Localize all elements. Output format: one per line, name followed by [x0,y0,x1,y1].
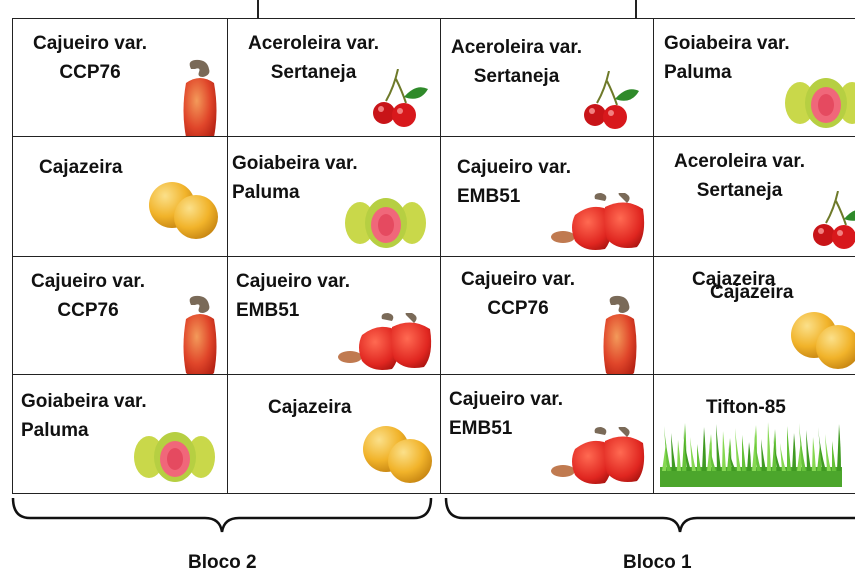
cashew-pair-icon [549,192,647,257]
bloco-1-label: Bloco 1 [623,552,692,573]
planting-grid: Cajueiro var. CCP76 Aceroleira var. Sert… [12,18,855,494]
boundary-tick-left [257,0,259,18]
cell-label: Cajueiro var. CCP76 [33,33,148,83]
cashew-red-icon [177,59,223,137]
guava-icon [344,195,426,254]
grid-cell: Cajueiro var. EMB51 [227,256,442,376]
caja-icon [362,421,432,492]
cell-label: Aceroleira var. Sertaneja [248,33,379,83]
acerola-icon [368,68,428,136]
grid-cell: Goiabeira var. Paluma [227,136,442,258]
grid-cell: Cajueiro var. CCP76 [440,256,655,376]
cell-label: Cajueiro var. CCP76 [31,271,146,321]
cashew-red-icon [177,295,223,375]
cell-label-overlap: Cajazeira [710,282,794,303]
grid-cell: Aceroleira var. Sertaneja [653,136,855,258]
cell-label: Cajazeira [268,397,352,418]
cell-label: Goiabeira var. Paluma [21,391,147,441]
cell-label: Tifton-85 [706,397,786,418]
grass-icon [660,415,842,492]
grid-cell: Aceroleira var. Sertaneja [440,18,655,138]
bloco-2-brace [11,497,433,533]
cell-label: Goiabeira var. Paluma [232,153,358,203]
grid-cell: Tifton-85 [653,374,855,494]
cell-label: Aceroleira var. Sertaneja [451,37,582,87]
caja-icon [790,307,855,375]
caja-icon [148,177,218,248]
grid-cell: Cajazeira [12,136,229,258]
grid-cell: Goiabeira var. Paluma [12,374,229,494]
cell-label: Goiabeira var. Paluma [664,33,790,83]
cell-label: Cajueiro var. CCP76 [461,269,576,319]
cell-label: Cajueiro var. EMB51 [449,389,564,439]
cell-label: Cajazeira [692,269,776,290]
grid-cell: Cajueiro var. EMB51 [440,136,655,258]
cell-label: Cajazeira [39,157,123,178]
grid-cell: Cajueiro var. CCP76 [12,18,229,138]
cashew-pair-icon [549,426,647,492]
bloco-1-brace [444,497,855,533]
grid-cell: Cajueiro var. EMB51 [440,374,655,494]
bloco-2-label: Bloco 2 [188,552,257,573]
cell-label: Aceroleira var. Sertaneja [674,151,805,201]
guava-icon [133,429,215,488]
acerola-icon [808,190,855,257]
acerola-icon [579,70,639,137]
cell-label: Cajueiro var. EMB51 [457,157,572,207]
boundary-tick-right [635,0,637,18]
grid-cell: Cajueiro var. CCP76 [12,256,229,376]
guava-icon [784,75,855,134]
cashew-pair-icon [336,312,434,375]
grid-cell: Cajazeira [227,374,442,494]
cell-label: Cajueiro var. EMB51 [236,271,351,321]
grid-cell: Goiabeira var. Paluma [653,18,855,138]
cashew-red-icon [597,295,643,375]
grid-cell: Aceroleira var. Sertaneja [227,18,442,138]
